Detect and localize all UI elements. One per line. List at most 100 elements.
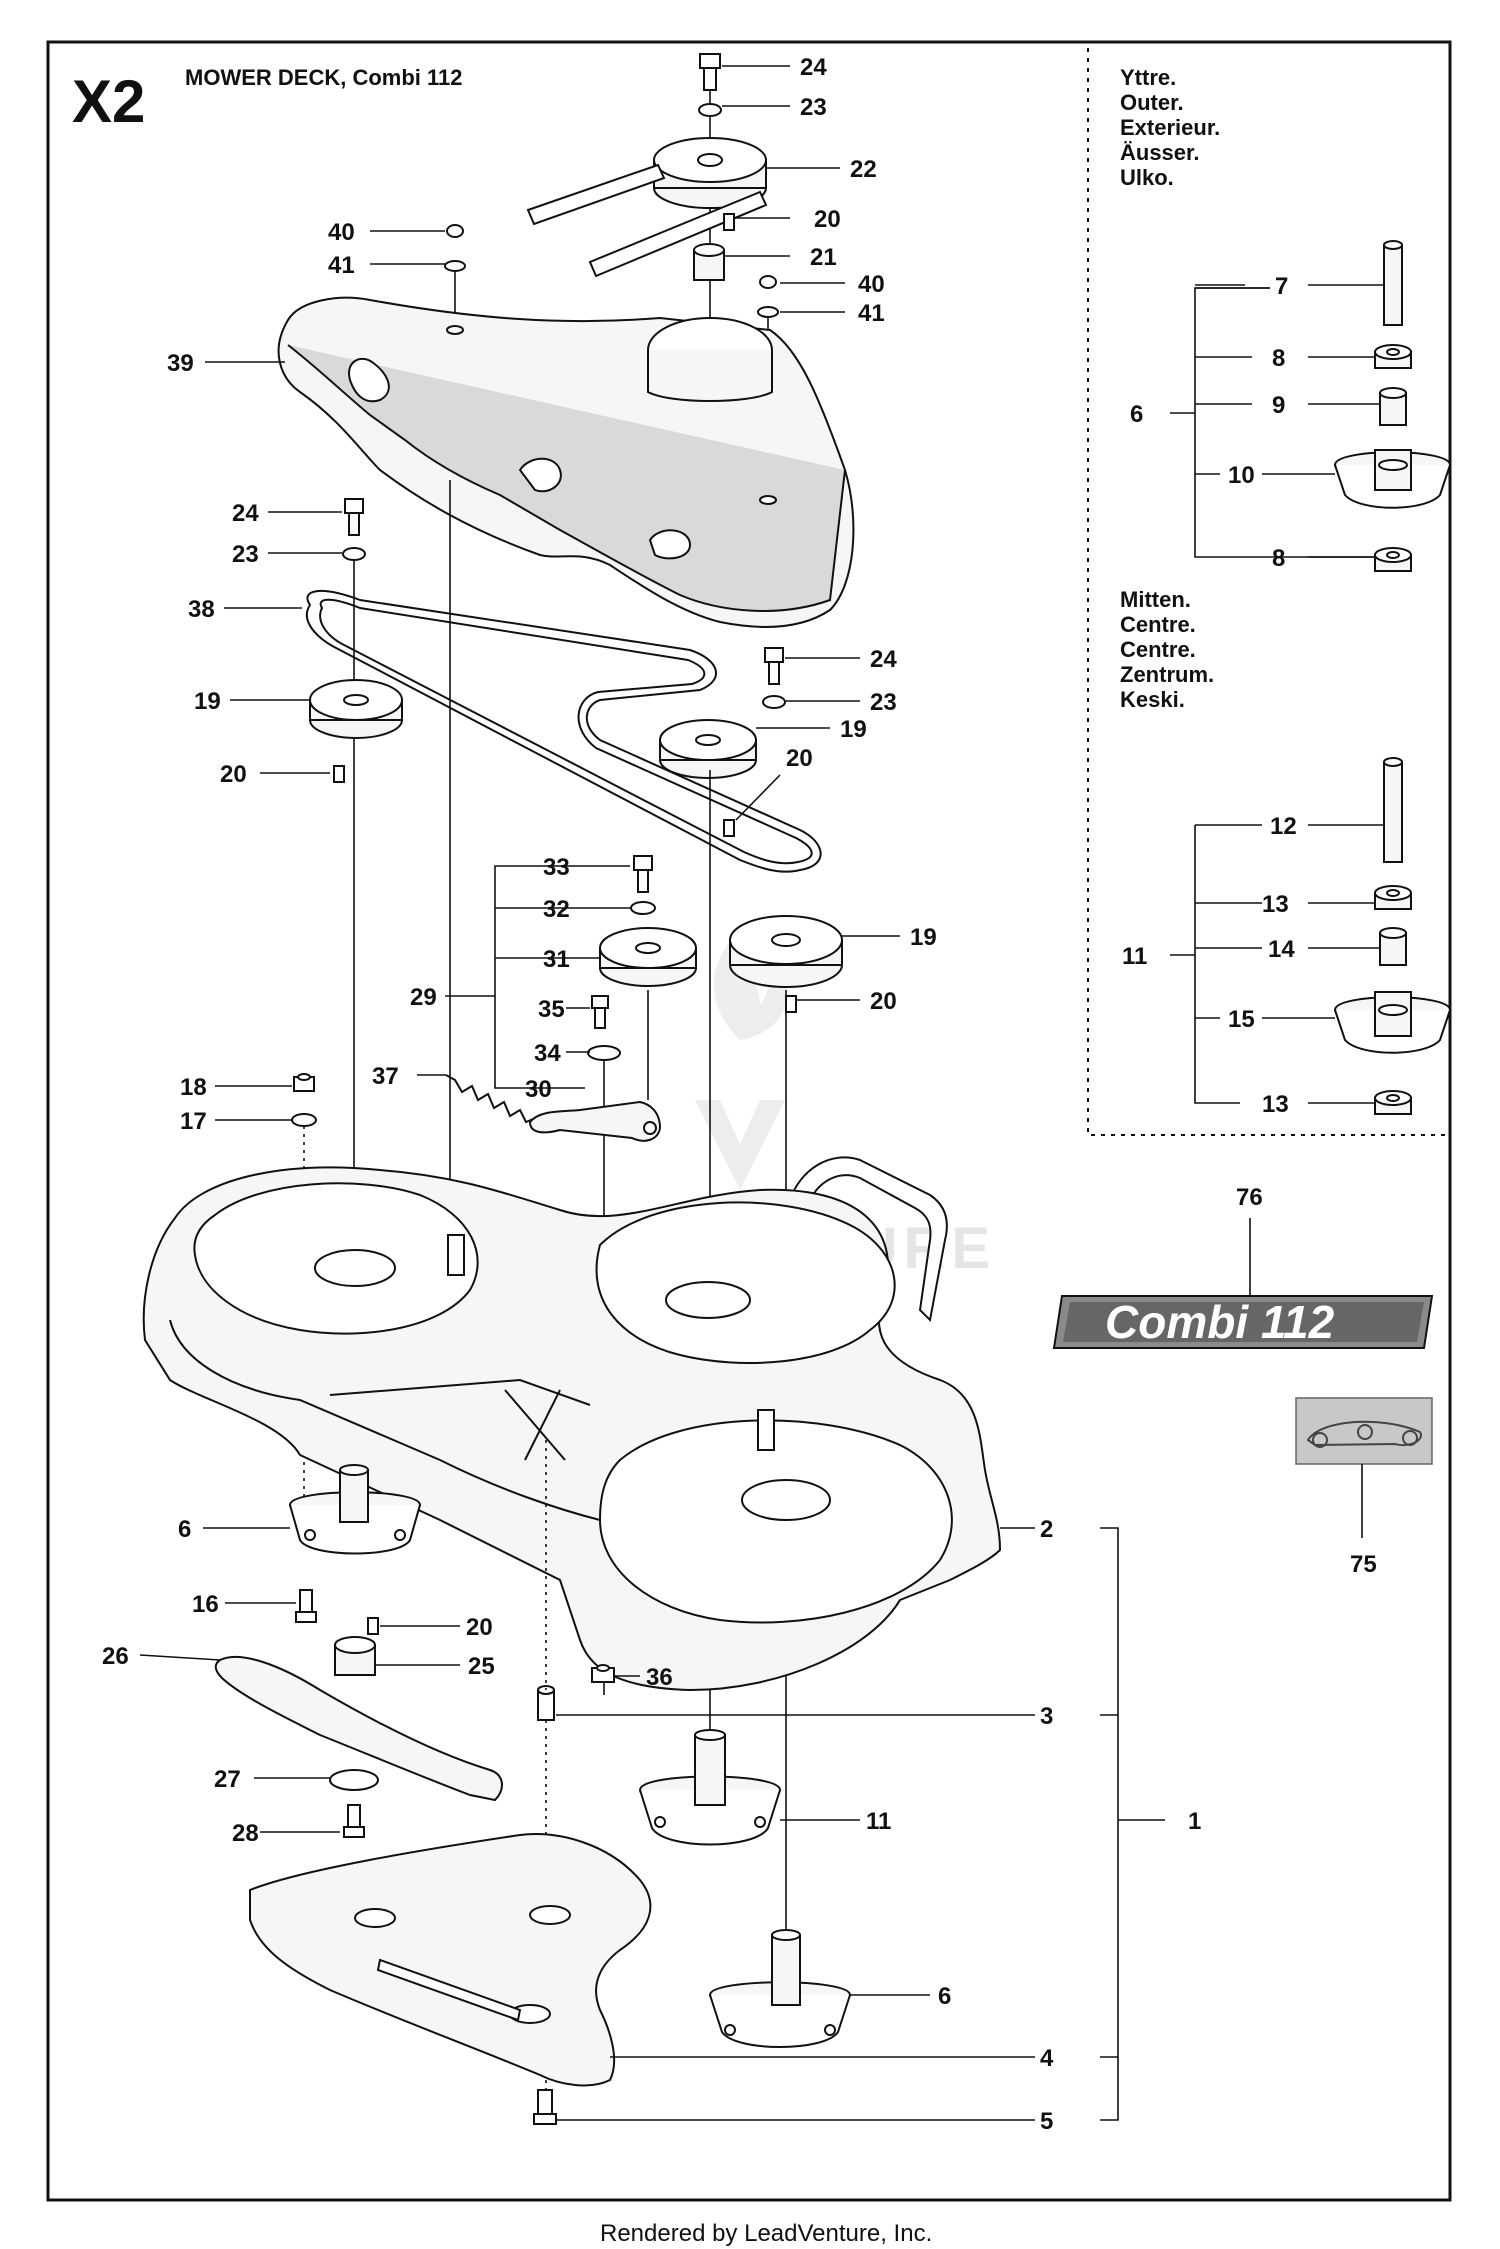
callout-20: 20 <box>786 745 813 772</box>
callout-6: 6 <box>938 1983 951 2010</box>
callout-1: 1 <box>1188 1808 1201 1835</box>
callout-33: 33 <box>543 854 570 881</box>
nut-36 <box>591 1664 615 1683</box>
screw-40-right <box>759 275 777 289</box>
inset-bearing-8-upper <box>1374 344 1412 369</box>
idler-arm-30 <box>528 1100 662 1142</box>
callout-15: 15 <box>1228 1006 1255 1033</box>
inset-centre-label: Mitten. <box>1120 587 1191 612</box>
washer-32 <box>630 901 656 915</box>
idler-arm-hole <box>643 1121 657 1135</box>
inset-centre-label: Centre. <box>1120 637 1196 662</box>
bolt-24-right <box>764 647 784 685</box>
callout-8: 8 <box>1272 545 1285 572</box>
key-20-left <box>333 765 345 783</box>
mower-deck-2 <box>142 1156 1002 1692</box>
bolt-28 <box>343 1804 365 1838</box>
callout-14: 14 <box>1268 936 1295 963</box>
callout-numbers: 24 23 22 20 21 40 41 40 41 39 24 23 38 2… <box>102 54 1377 2135</box>
callout-34: 34 <box>534 1040 561 1067</box>
inset-outer-label: Outer. <box>1120 90 1184 115</box>
callout-23: 23 <box>870 689 897 716</box>
callout-35: 35 <box>538 996 565 1023</box>
deck-slot-1 <box>504 1389 566 1461</box>
deck-post-right <box>757 1409 775 1451</box>
bolt-24-left <box>344 498 364 536</box>
callout-10: 10 <box>1228 462 1255 489</box>
footer-credit: Rendered by LeadVenture, Inc. <box>600 2220 932 2247</box>
inset-spacer-9 <box>1379 387 1407 426</box>
bolt-35 <box>591 995 609 1029</box>
callout-13: 13 <box>1262 1091 1289 1118</box>
callout-5: 5 <box>1040 2108 1053 2135</box>
spindle-6-left <box>288 1464 422 1555</box>
callout-30: 30 <box>525 1076 552 1103</box>
callout-11: 11 <box>1122 943 1147 970</box>
diagram-title: MOWER DECK, Combi 112 <box>185 65 462 90</box>
inset-outer-label: Yttre. <box>1120 65 1176 90</box>
leader-lines <box>139 65 1384 2121</box>
callout-3: 3 <box>1040 1703 1053 1730</box>
callout-40: 40 <box>328 219 355 246</box>
callout-41: 41 <box>858 300 885 327</box>
v-belt-38-inner <box>319 598 813 865</box>
spring-37 <box>445 1074 546 1129</box>
callout-75: 75 <box>1350 1551 1377 1578</box>
bolt-33 <box>633 855 653 893</box>
belt-segment-lower <box>588 190 768 278</box>
key-20-top <box>723 213 735 231</box>
decal-76-text: Combi 112 <box>1105 1296 1335 1348</box>
deflector-4 <box>249 1833 652 2087</box>
washer-23-right <box>762 695 786 709</box>
callout-26: 26 <box>102 1643 129 1670</box>
diagram-code: X2 <box>72 68 145 135</box>
decal-76-inner <box>1063 1302 1424 1342</box>
callout-19: 19 <box>194 688 221 715</box>
callout-20: 20 <box>466 1614 493 1641</box>
bolt-24-top <box>699 53 721 91</box>
inset-centre-label: Zentrum. <box>1120 662 1214 687</box>
pin-3 <box>537 1685 555 1721</box>
bolt-16 <box>295 1589 317 1623</box>
callout-31: 31 <box>543 946 570 973</box>
callout-11: 11 <box>866 1808 891 1835</box>
callout-20: 20 <box>870 988 897 1015</box>
callout-38: 38 <box>188 596 215 623</box>
washer-27 <box>329 1769 379 1791</box>
spacer-21 <box>693 243 725 281</box>
callout-29: 29 <box>410 984 437 1011</box>
callout-19: 19 <box>840 716 867 743</box>
washer-41-right <box>757 306 779 318</box>
callout-13: 13 <box>1262 891 1289 918</box>
callout-16: 16 <box>192 1591 219 1618</box>
washer-17 <box>291 1113 317 1127</box>
spindle-6-right <box>708 1929 852 2048</box>
callout-17: 17 <box>180 1108 207 1135</box>
inset-bearing-8-lower <box>1374 547 1412 572</box>
callout-2: 2 <box>1040 1516 1053 1543</box>
callout-28: 28 <box>232 1820 259 1847</box>
callout-76: 76 <box>1236 1184 1263 1211</box>
callout-40: 40 <box>858 271 885 298</box>
inset-outer-labels: Yttre. Outer. Exterieur. Äusser. Ulko. <box>1120 65 1220 190</box>
callout-41: 41 <box>328 252 355 279</box>
inset-housing-10 <box>1333 449 1452 509</box>
callout-24: 24 <box>232 500 259 527</box>
screw-40-left <box>446 224 464 238</box>
callout-6: 6 <box>178 1516 191 1543</box>
washer-23-left <box>342 547 366 561</box>
callout-7: 7 <box>1275 273 1288 300</box>
pulley-19-right <box>729 915 843 988</box>
pulley-22 <box>653 137 767 209</box>
inset-centre-label: Keski. <box>1120 687 1185 712</box>
callout-8: 8 <box>1272 345 1285 372</box>
inset-centre-labels: Mitten. Centre. Centre. Zentrum. Keski. <box>1120 587 1214 712</box>
key-20-center <box>723 819 735 837</box>
callout-6: 6 <box>1130 401 1143 428</box>
callout-39: 39 <box>167 350 194 377</box>
callout-24: 24 <box>870 646 897 673</box>
inset-shaft-12 <box>1383 757 1403 863</box>
nut-18 <box>293 1073 315 1092</box>
belt-cover-39 <box>277 296 855 1210</box>
belt-routing-label-75 <box>1295 1397 1433 1465</box>
